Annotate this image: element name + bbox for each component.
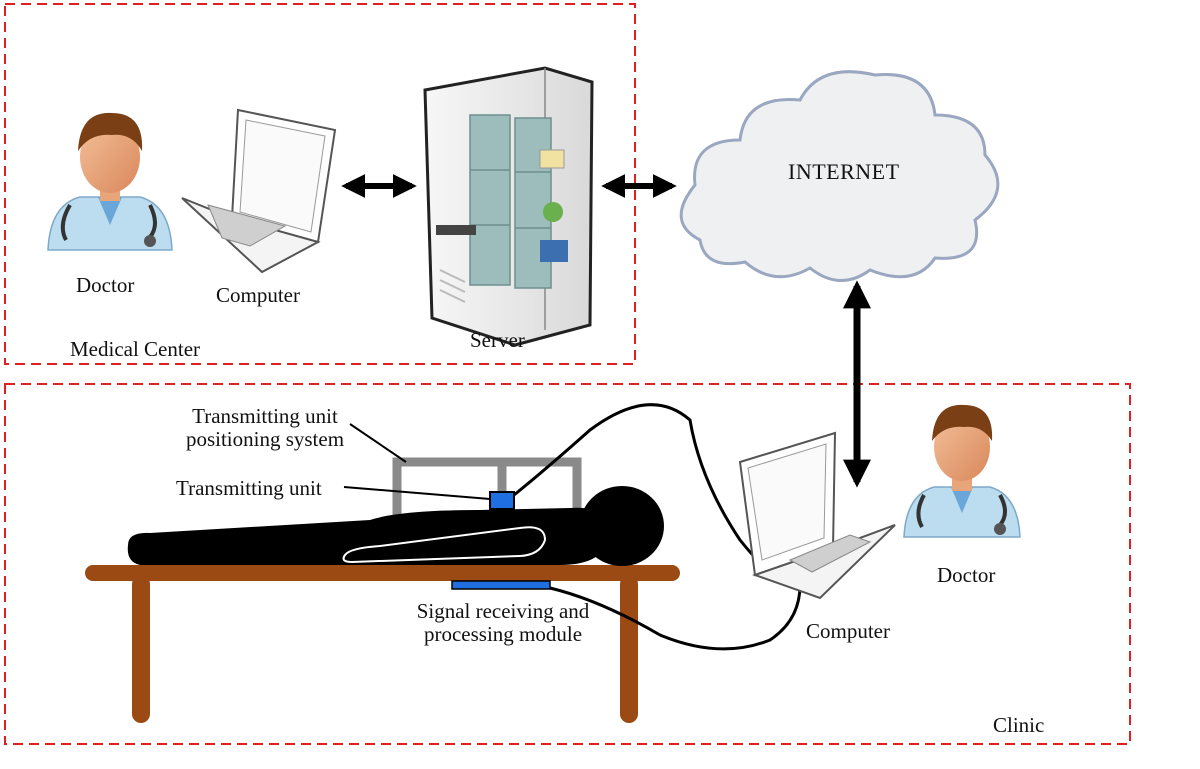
receiver-module-label: Signal receiving and processing module [392,599,614,647]
server-icon [423,66,594,347]
internet-cloud-icon [679,70,1000,282]
receiver-module-label-line1: Signal receiving and [416,599,590,623]
transmitting-unit-leader [343,486,491,500]
positioning-leader [349,423,407,463]
doctor-clinic-label: Doctor [937,563,996,587]
positioning-system-label: Transmitting unit positioning system [168,404,362,452]
server-label: Server [470,328,525,352]
medical-center-region-label: Medical Center [70,337,201,361]
patient-table [85,565,680,723]
computer-clinic-label: Computer [806,619,890,643]
doctor-medical-center-label: Doctor [76,273,135,297]
transmitting-unit [489,491,515,510]
transmitting-unit-label: Transmitting unit [176,476,322,500]
receiver-module-label-line2: processing module [423,622,583,647]
laptop-medical-center-icon [181,108,337,274]
positioning-system-label-line2: positioning system [185,427,345,452]
laptop-clinic-icon [738,431,896,600]
doctor-medical-center-icon [47,112,173,251]
doctor-clinic-icon [903,404,1021,538]
signal-receiving-module [451,580,551,590]
computer-medical-center-label: Computer [216,283,300,307]
patient-silhouette [127,486,664,566]
internet-label: INTERNET [788,159,900,184]
clinic-region-label: Clinic [993,713,1045,737]
positioning-frame [392,457,582,565]
clinic-region [4,383,1131,745]
positioning-system-label-line1: Transmitting unit [192,404,338,428]
receiver-cable [549,584,802,651]
